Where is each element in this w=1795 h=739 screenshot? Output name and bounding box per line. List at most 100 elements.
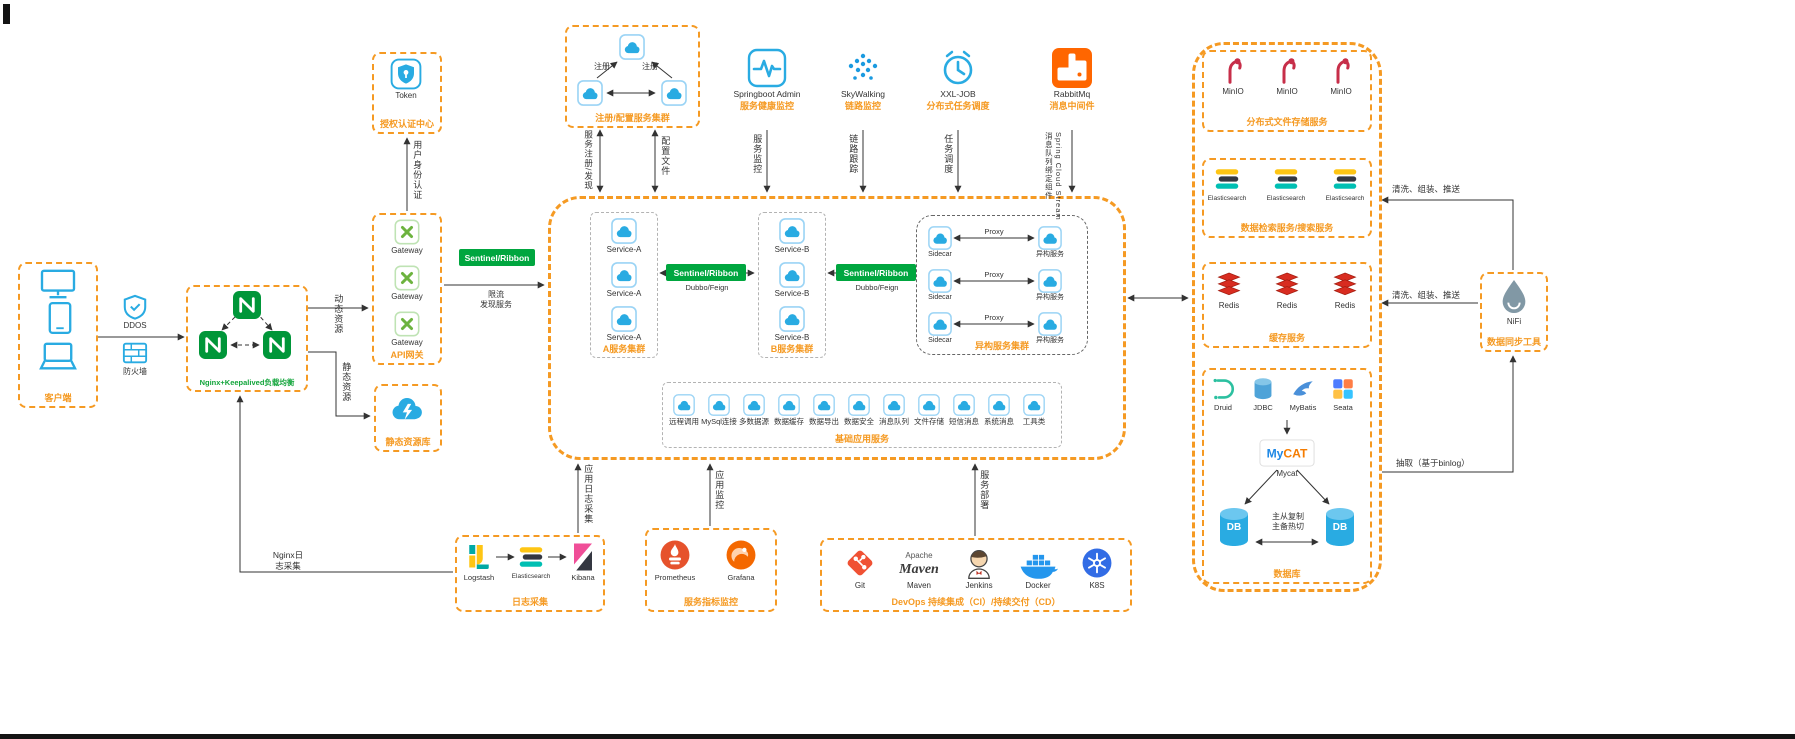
- db-master-icon: [1216, 506, 1252, 548]
- microservices-container: [548, 196, 1126, 460]
- service-b-2-label: Service-B: [774, 289, 810, 298]
- label-static-res: 静态资源: [341, 362, 352, 402]
- mybatis-icon: [1290, 376, 1316, 402]
- rabbitmq-icon: [1052, 48, 1092, 88]
- token-label: Token: [395, 91, 417, 100]
- seata-icon: [1330, 376, 1356, 402]
- kibana-icon: [568, 542, 598, 572]
- base-svc-mysql-icon: [708, 394, 730, 416]
- logstash-label: Logstash: [463, 573, 495, 582]
- cache-group: 缓存服务: [1202, 262, 1372, 348]
- redis-1-icon: [1214, 270, 1244, 300]
- search-group-title: 数据检索服务/搜索服务: [1240, 223, 1334, 233]
- client-laptop-icon: [36, 340, 80, 374]
- grafana-label: Grafana: [727, 573, 755, 582]
- minio-group-title: 分布式文件存储服务: [1246, 117, 1328, 127]
- jenkins-icon: [962, 546, 996, 580]
- es-2-icon: [1271, 164, 1301, 194]
- label-clean-push-2: 清洗、组装、推送: [1392, 290, 1461, 300]
- firewall-label: 防火墙: [123, 367, 147, 376]
- registry-config-group: 注册/配置服务集群: [565, 25, 700, 128]
- jdbc-icon: [1250, 376, 1276, 402]
- metrics-group: 服务指标监控: [645, 528, 777, 612]
- ddos-label: DDOS: [123, 321, 147, 330]
- base-services-group-title: 基础应用服务: [834, 434, 889, 444]
- registry-cloud-3-icon: [661, 80, 687, 106]
- static-cloud-icon: [384, 392, 430, 426]
- bottom-edge: [0, 734, 1795, 739]
- database-group: 数据库: [1202, 368, 1372, 584]
- db-slave-icon: [1322, 506, 1358, 548]
- es-3-label: Elasticsearch: [1325, 195, 1365, 202]
- jenkins-label: Jenkins: [965, 581, 993, 590]
- mybatis-label: MyBatis: [1289, 403, 1317, 412]
- nifi-group-title: 数据同步工具: [1486, 337, 1541, 347]
- storage-stack-container: [1192, 42, 1382, 592]
- hetero-cluster-group-title: 异构服务集群: [974, 341, 1029, 351]
- redis-3-icon: [1330, 270, 1360, 300]
- seata-label: Seata: [1333, 403, 1353, 412]
- api-gateway-group-title: API网关: [390, 350, 424, 360]
- devops-group: DevOps 持续集成（CI）/持续交付（CD）: [820, 538, 1132, 612]
- redis-2-icon: [1272, 270, 1302, 300]
- label-stream: Spring Cloud St­ream 消息队列绑定组件: [1044, 132, 1063, 221]
- gateway-2-label: Gateway: [391, 292, 423, 301]
- log-elasticsearch-label: Elasticsearch: [511, 573, 551, 580]
- nginx-1-icon: [233, 291, 261, 319]
- service-b-3-label: Service-B: [774, 333, 810, 342]
- base-svc-cache-label: 数据缓存: [774, 417, 804, 426]
- prometheus-icon: [658, 538, 692, 572]
- label-deploy: 服务部署: [979, 470, 990, 510]
- redis-1-label: Redis: [1218, 301, 1240, 310]
- hetero-svc-2-icon: [1038, 269, 1062, 293]
- minio-2-icon: [1272, 56, 1302, 86]
- base-services-group: 基础应用服务: [662, 382, 1062, 448]
- skywalking-label: SkyWalking: [840, 89, 886, 99]
- gateway-1-label: Gateway: [391, 246, 423, 255]
- sidecar-3-label: Sidecar: [928, 337, 952, 344]
- label-replication: 主从复制 主备热切: [1272, 512, 1304, 531]
- base-svc-sysmsg-icon: [988, 394, 1010, 416]
- jdbc-label: JDBC: [1253, 403, 1273, 412]
- base-svc-rpc-icon: [673, 394, 695, 416]
- label-dubbo-1: Dubbo/Feign: [685, 283, 729, 292]
- cluster-b-group: B服务集群: [758, 212, 826, 358]
- base-svc-security-label: 数据安全: [844, 417, 874, 426]
- devops-group-title: DevOps 持续集成（CI）/持续交付（CD）: [891, 597, 1061, 607]
- docker-label: Docker: [1025, 581, 1051, 590]
- ddos-icon: [122, 294, 148, 320]
- auth-center-group: 授权认证中心: [372, 52, 442, 134]
- minio-3-label: MinIO: [1330, 87, 1352, 96]
- label-config-file: 配置文件: [660, 136, 671, 176]
- sentinel-ribbon-3: Sentinel/Ribbon: [836, 264, 916, 281]
- label-app-log: 应用日志采集: [583, 464, 594, 524]
- base-svc-utils-icon: [1023, 394, 1045, 416]
- service-b-1-icon: [779, 218, 805, 244]
- base-svc-cache-icon: [778, 394, 800, 416]
- rabbitmq-sublabel: 消息中间件: [1049, 101, 1095, 111]
- minio-2-label: MinIO: [1276, 87, 1298, 96]
- registry-config-group-title: 注册/配置服务集群: [595, 113, 670, 123]
- base-svc-datasource-icon: [743, 394, 765, 416]
- label-svc-register: 服务注册/发现: [583, 130, 594, 191]
- springboot-admin-icon: [747, 48, 787, 88]
- logging-group: 日志采集: [455, 535, 605, 612]
- service-a-1-label: Service-A: [606, 245, 642, 254]
- logstash-icon: [464, 542, 494, 572]
- base-svc-mq-icon: [883, 394, 905, 416]
- logging-group-title: 日志采集: [511, 597, 548, 607]
- base-svc-sms-label: 短信消息: [949, 417, 979, 426]
- nginx-group-title: Nginx+Keepalived负载均衡: [199, 378, 295, 387]
- sidecar-1-icon: [928, 226, 952, 250]
- label-svc-monitor: 服务监控: [752, 134, 763, 174]
- corner-mark: [3, 4, 10, 24]
- base-svc-file-label: 文件存储: [914, 417, 944, 426]
- k8s-label: K8S: [1089, 581, 1105, 590]
- gateway-3-icon: [394, 311, 420, 337]
- xxl-job-sublabel: 分布式任务调度: [926, 101, 990, 111]
- redis-2-label: Redis: [1276, 301, 1298, 310]
- token-icon: [390, 58, 422, 90]
- hetero-svc-1-label: 异构服务: [1036, 251, 1064, 258]
